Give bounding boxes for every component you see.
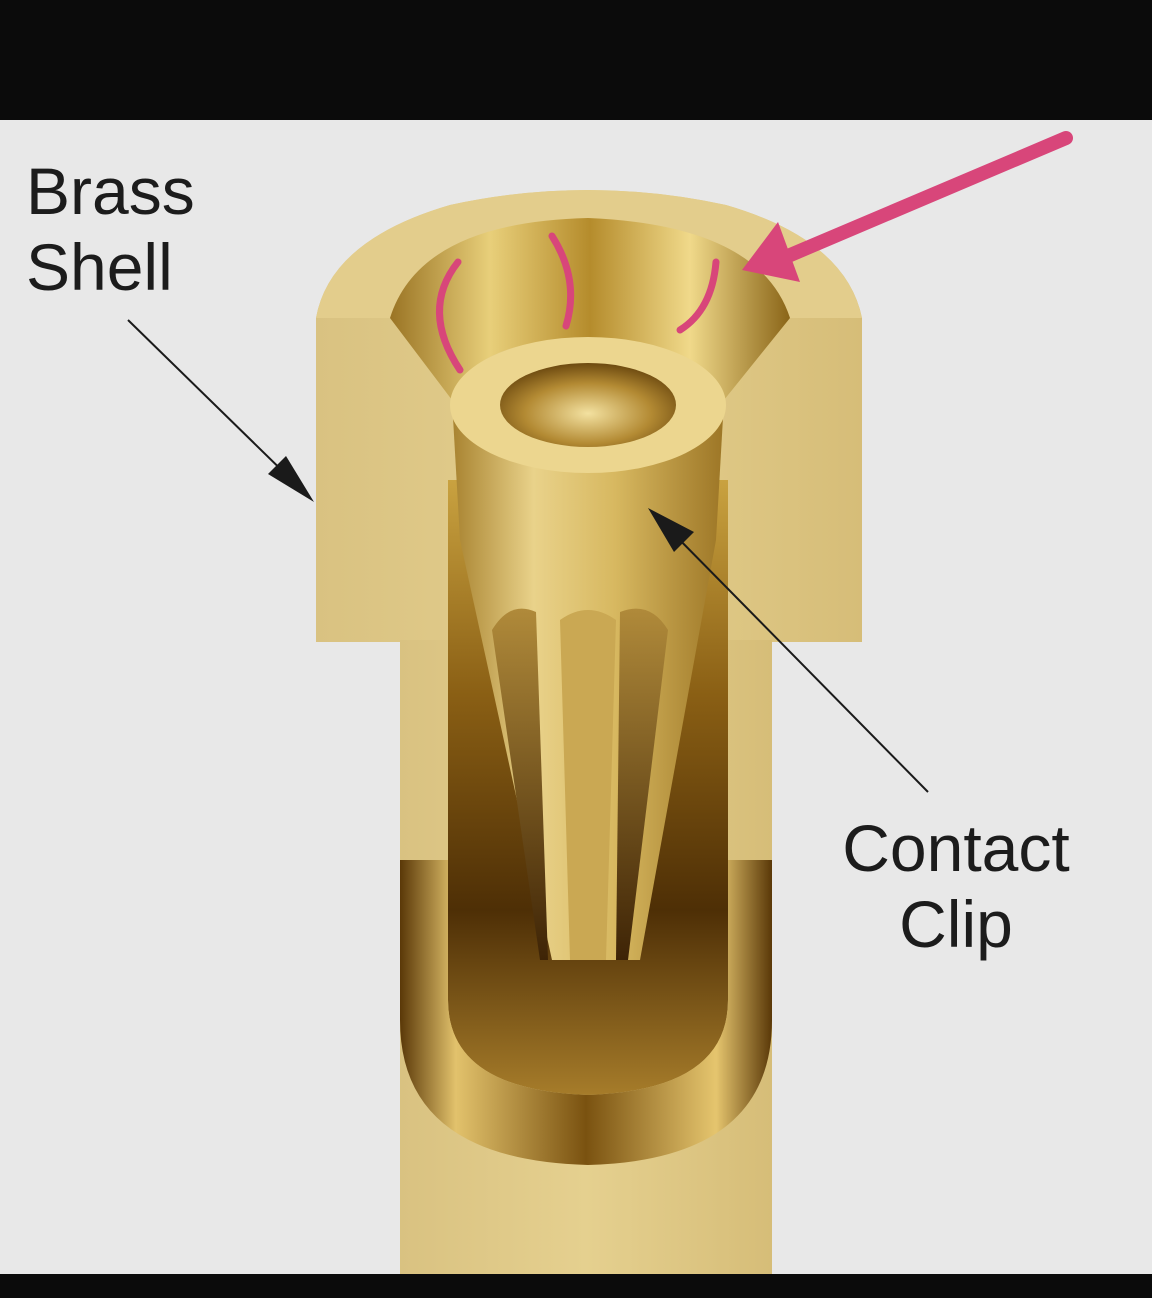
brass-shell-arrowhead (268, 456, 314, 502)
clip-finger (560, 610, 616, 960)
clip-hole (500, 363, 676, 447)
contact-clip-label: Contact Clip (826, 815, 1086, 957)
brass-shell-label-line-2: Shell (26, 230, 173, 304)
brass-shell-leader-line (127, 319, 303, 491)
contact-clip-arrowhead (648, 508, 694, 552)
annotation-mark-left (436, 258, 464, 374)
annotation-arrow-head (742, 222, 800, 282)
clip-slot-left (492, 608, 548, 960)
shell-top-face (316, 190, 862, 318)
clip-slot-right (616, 608, 668, 960)
brass-shell-label-line-1: Brass (26, 154, 195, 228)
funnel-entry (390, 218, 790, 400)
annotation-arrow-shaft (781, 131, 1073, 263)
bottom-bar (0, 1274, 1152, 1298)
contact-clip-label-line-1: Contact (842, 811, 1070, 885)
annotation-mark-center (548, 232, 575, 330)
brass-shell-label: Brass Shell (26, 158, 195, 300)
contact-clip-leader-line (667, 527, 929, 793)
cavity-rim (400, 860, 772, 1165)
contact-clip-label-line-2: Clip (899, 887, 1013, 961)
annotation-mark-right (676, 258, 720, 334)
